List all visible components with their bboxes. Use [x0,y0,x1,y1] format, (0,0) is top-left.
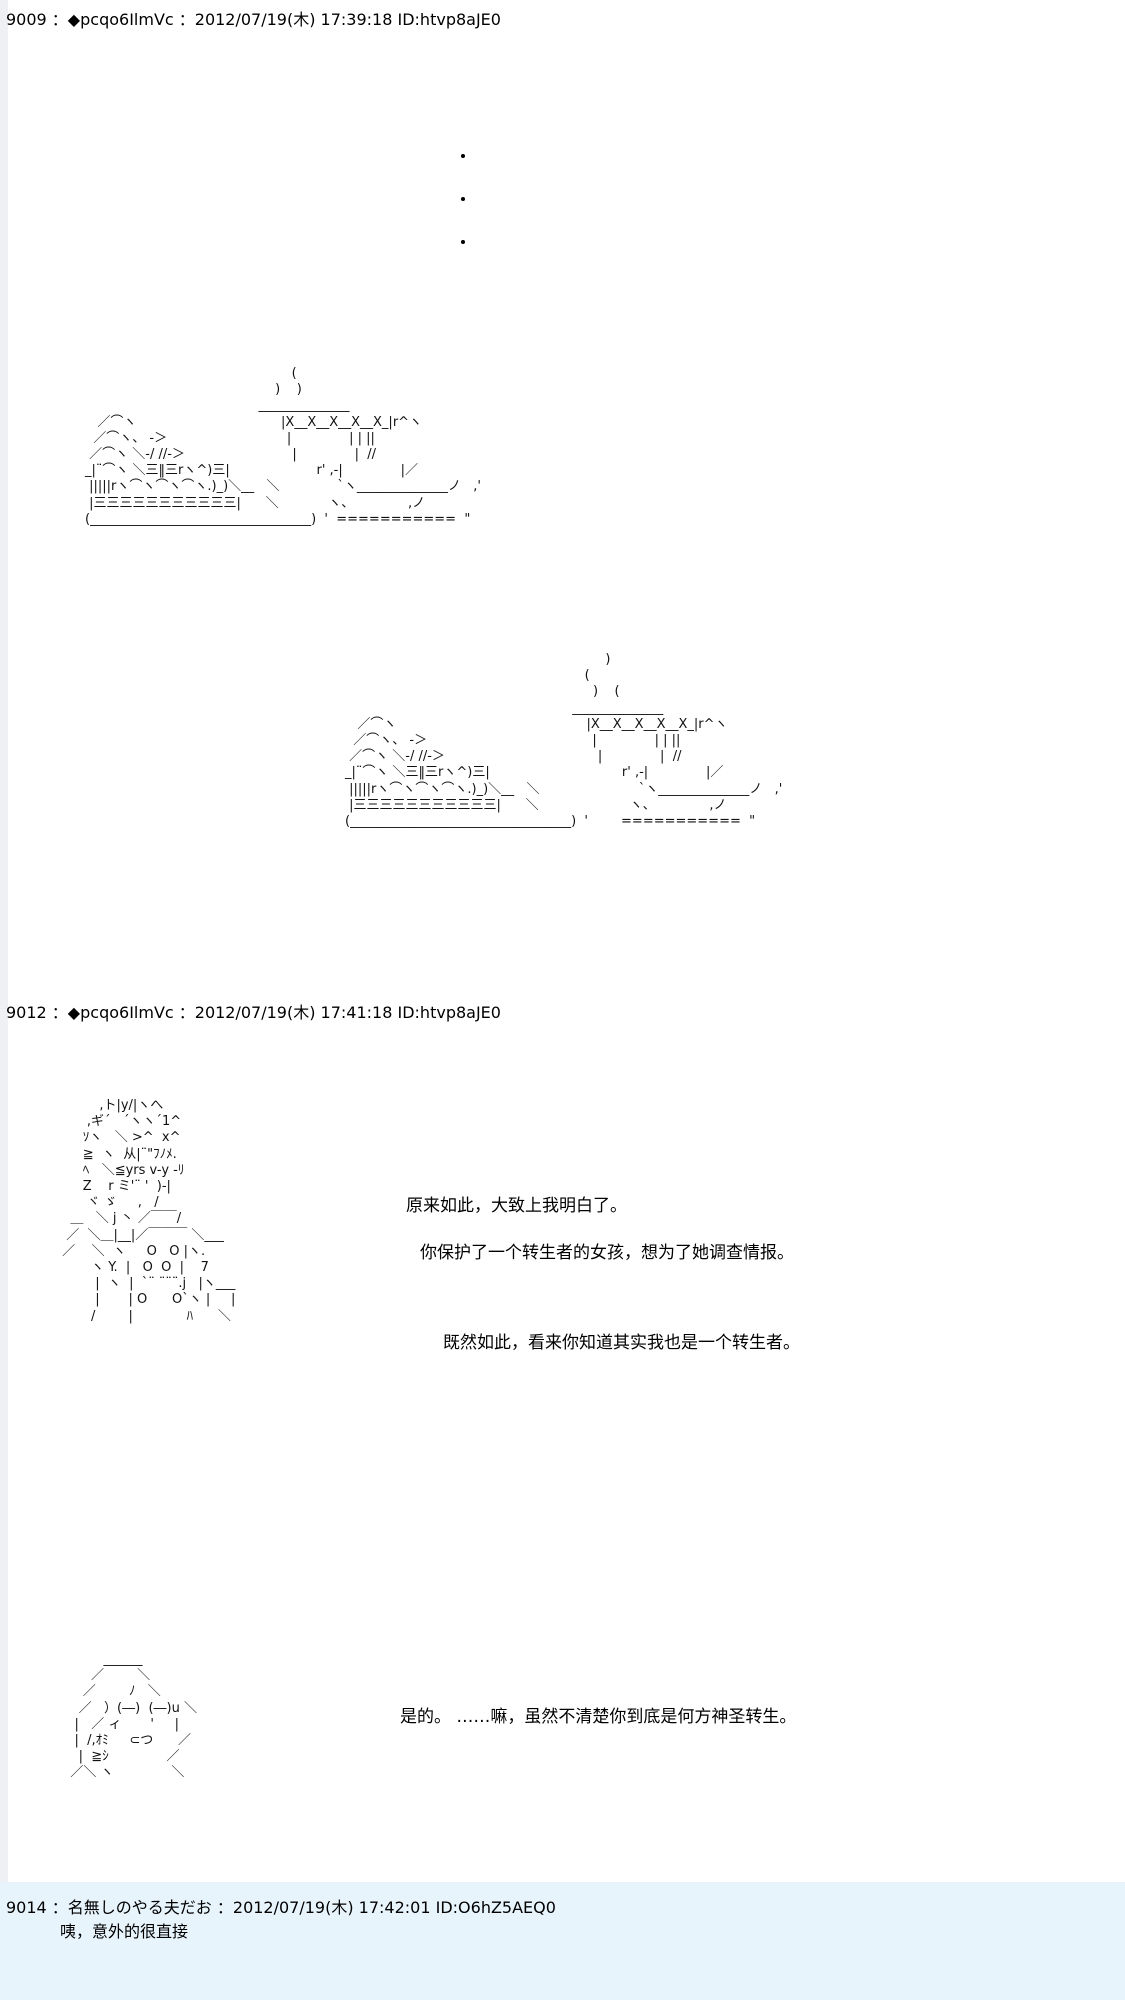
dot [461,197,465,201]
ascii-art-man-2: ______ ／ ＼ ／ ﾉ ＼ ／ ）(―) (―)u ＼ | ／ ィ ' |… [70,1652,197,1781]
dot [461,240,465,244]
ascii-art-man-1: ,ト|y/|ヽへ ,ギ´ ´ヽヽ´1^ ｿヽ ＼ >^ x^ ≧ ヽ 从|¨"ﾌ… [62,1098,236,1324]
post-header-9014: 9014 ：名無しのやる夫だお ：2012/07/19(木) 17:42:01 … [6,1898,556,1917]
dialogue-line: 是的。 ……嘛，虽然不清楚你到底是何方神圣转生。 [400,1707,797,1727]
dialogue-line: 原来如此，大致上我明白了。 [406,1196,627,1216]
ascii-art-cake-tea-2: ) ( ) ( ______________ [345,652,783,830]
reply-post-9014: 9014 ：名無しのやる夫だお ：2012/07/19(木) 17:42:01 … [0,1882,1125,2000]
dialogue-line: 既然如此，看来你知道其实我也是一个转生者。 [443,1333,800,1353]
dot [461,154,465,158]
post-header-9012: 9012 ：◆pcqo6IlmVc ：2012/07/19(木) 17:41:1… [6,1003,501,1022]
left-edge-bar [0,0,8,1882]
reply-text: 咦，意外的很直接 [60,1922,189,1941]
post-header-9009: 9009 ：◆pcqo6IlmVc ：2012/07/19(木) 17:39:1… [6,10,501,29]
ascii-art-cake-tea-1: ( ) ) ______________ ／⌒ヽ |X__X__X__X__X_… [85,366,482,527]
dialogue-line: 你保护了一个转生者的女孩，想为了她调查情报。 [420,1243,794,1263]
